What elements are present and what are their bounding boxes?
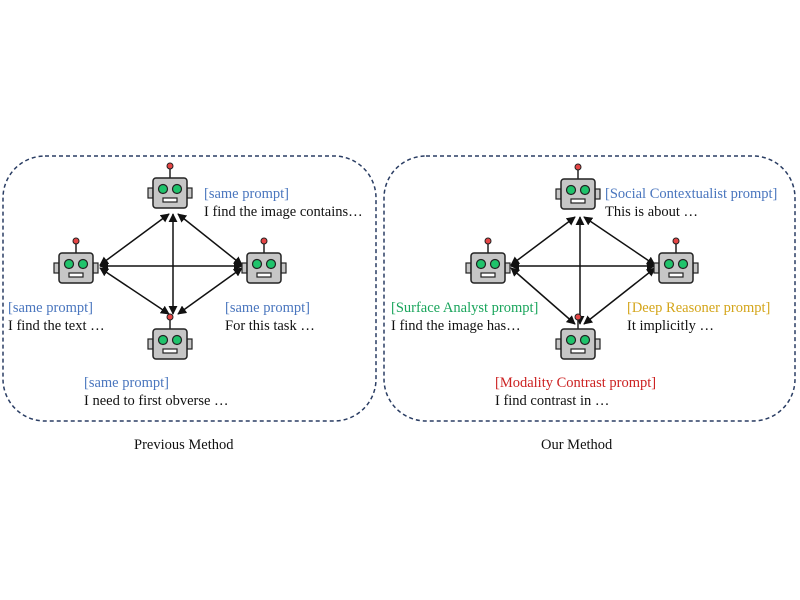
- robot-icon: [653, 237, 699, 284]
- agent-prompt: [same prompt]: [225, 300, 310, 316]
- agent-label-top-ours: [Social Contextualist prompt] This is ab…: [605, 185, 777, 221]
- agent-response: I find the image has…: [391, 318, 521, 334]
- agent-prompt: [Surface Analyst prompt]: [391, 300, 539, 316]
- robot-icon: [147, 162, 193, 209]
- previous-method-caption: Previous Method: [134, 437, 234, 453]
- agent-label-bottom-ours: [Modality Contrast prompt] I find contra…: [495, 374, 656, 410]
- robot-icon: [465, 237, 511, 284]
- agent-prompt: [same prompt]: [8, 300, 93, 316]
- robot-icon: [555, 313, 601, 360]
- previous-method-edges: [99, 213, 243, 315]
- our-method-caption: Our Method: [541, 437, 613, 453]
- agent-response: This is about …: [605, 204, 699, 220]
- agent-response: I need to first obverse …: [84, 393, 229, 409]
- agent-label-right-previous: [same prompt] For this task …: [225, 299, 315, 335]
- agent-prompt: [Deep Reasoner prompt]: [627, 300, 771, 316]
- agent-response: For this task …: [225, 318, 315, 334]
- agent-prompt: [same prompt]: [204, 186, 289, 202]
- agent-label-bottom-previous: [same prompt] I need to first obverse …: [84, 374, 229, 410]
- agent-label-right-ours: [Deep Reasoner prompt] It implicitly …: [627, 299, 770, 335]
- agent-prompt: [Modality Contrast prompt]: [495, 375, 657, 391]
- agent-response: I find the text …: [8, 318, 105, 334]
- robot-icon: [555, 163, 601, 210]
- agent-response: I find the image contains…: [204, 204, 363, 220]
- robot-icon: [241, 237, 287, 284]
- agent-label-left-ours: [Surface Analyst prompt] I find the imag…: [391, 299, 538, 335]
- agent-response: I find contrast in …: [495, 393, 610, 409]
- agent-label-top-previous: [same prompt] I find the image contains…: [204, 185, 363, 221]
- agent-prompt: [same prompt]: [84, 375, 169, 391]
- our-method-edges: [510, 216, 656, 325]
- our-method-panel: [383, 155, 796, 422]
- agent-response: It implicitly …: [627, 318, 714, 334]
- robot-icon: [53, 237, 99, 284]
- agent-prompt: [Social Contextualist prompt]: [605, 186, 778, 202]
- agent-label-left-previous: [same prompt] I find the text …: [8, 299, 105, 335]
- robot-icon: [147, 313, 193, 360]
